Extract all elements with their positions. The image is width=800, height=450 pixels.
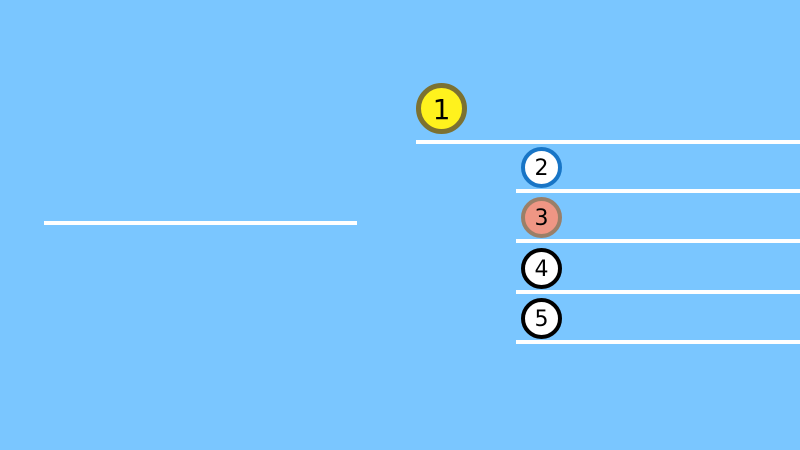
rank-line-2	[516, 189, 800, 193]
rank-number-1: 1	[432, 92, 451, 126]
rank-badge-1: 1	[416, 83, 467, 134]
rank-line-4	[516, 290, 800, 294]
rank-number-2: 2	[534, 155, 549, 181]
rank-line-3	[516, 239, 800, 243]
rank-number-5: 5	[534, 306, 549, 332]
rank-line-5	[516, 340, 800, 344]
rank-number-3: 3	[534, 205, 549, 231]
rank-line-1	[416, 140, 800, 144]
rank-badge-3: 3	[521, 197, 562, 238]
left-empty-slot-line	[44, 221, 357, 225]
rank-badge-5: 5	[521, 298, 562, 339]
rank-badge-4: 4	[521, 248, 562, 289]
rank-badge-2: 2	[521, 147, 562, 188]
rank-number-4: 4	[534, 256, 549, 282]
